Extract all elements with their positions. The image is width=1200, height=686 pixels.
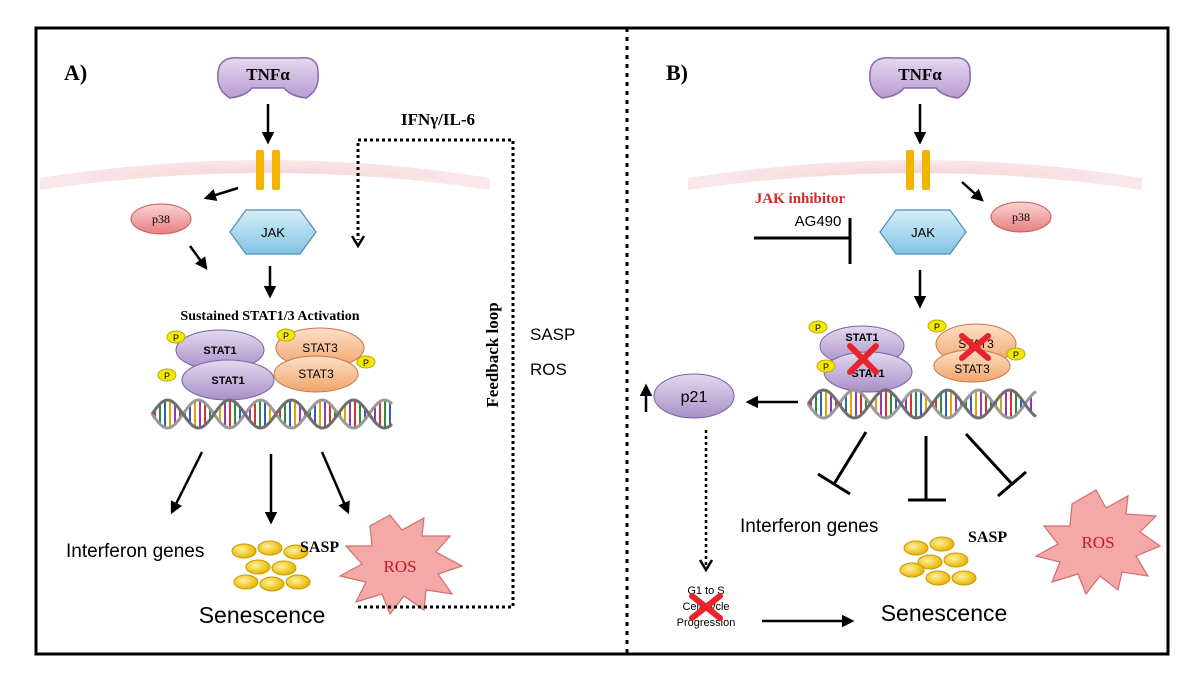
arrow-to-ros	[320, 451, 350, 515]
stat1-top-label: STAT1	[203, 345, 236, 357]
jak-inhibitor-name: AG490	[795, 213, 842, 230]
arrow-p38-stat	[188, 245, 208, 271]
phospho-b3	[927, 319, 947, 333]
jak-inhibitor-title: JAK inhibitor	[755, 191, 846, 207]
interferon-genes-label-b: Interferon genes	[740, 516, 878, 537]
activation-title: Sustained STAT1/3 Activation	[180, 309, 359, 324]
stat3-bottom	[273, 355, 359, 393]
inhibit-ros-bar	[997, 470, 1027, 498]
sasp-particles	[231, 540, 311, 592]
dna-strand	[150, 398, 394, 430]
ros-burst-b	[1034, 489, 1162, 596]
phospho-2-label: P	[164, 371, 170, 381]
phospho-b1	[808, 320, 828, 334]
stat1-bottom-label: STAT1	[211, 375, 244, 387]
feedback-loop-path	[356, 138, 515, 609]
inhibit-interferon-line	[832, 431, 868, 485]
inhibit-interferon-bar	[817, 472, 851, 496]
cell-membrane-b	[688, 160, 1142, 190]
phospho-b3-label: P	[934, 322, 940, 332]
stat3-bottom-label: STAT3	[298, 367, 334, 381]
ros-output-label: ROS	[383, 557, 416, 576]
phospho-1-label: P	[173, 333, 179, 343]
sasp-side-label: SASP	[530, 325, 575, 344]
dna-strand	[806, 388, 1037, 420]
phospho-1	[166, 330, 186, 344]
arrow-to-interferon	[170, 451, 204, 515]
cell-membrane	[40, 160, 490, 190]
receptor-left-b	[906, 150, 914, 190]
phospho-4-label: P	[363, 358, 369, 368]
tnfa-ligand-b	[869, 57, 971, 99]
senescence-label: Senescence	[199, 602, 326, 628]
ros-burst	[338, 514, 464, 616]
ros-output-label-b: ROS	[1081, 533, 1114, 552]
phospho-b4	[1006, 347, 1026, 361]
p38-node	[130, 203, 192, 235]
sasp-output-label: SASP	[300, 539, 339, 556]
dna-helix-b	[806, 388, 1037, 420]
panel-b-label: B)	[666, 60, 688, 85]
cell-cycle-line1: G1 to S	[687, 585, 724, 597]
receptor-right	[272, 150, 280, 190]
feedback-loop-label: Feedback loop	[483, 302, 502, 407]
dna-helix	[150, 398, 394, 430]
stat1-top-label-b: STAT1	[845, 332, 878, 344]
tnfa-label: TNFα	[246, 65, 290, 84]
panel-a: A) TNFα p38 JAK Sustained STAT1/3 Activa…	[40, 57, 575, 628]
receptor-right-b	[922, 150, 930, 190]
panel-b: B) TNFα p38 JAK JAK inhibitor AG490 STAT…	[639, 57, 1162, 629]
dna-strand	[150, 398, 394, 430]
interferon-genes-label: Interferon genes	[66, 541, 204, 562]
x-mark-stat3	[959, 333, 991, 361]
feedback-arrowhead	[350, 235, 366, 249]
tnfa-label-b: TNFα	[898, 65, 942, 84]
jak-label: JAK	[261, 225, 285, 240]
tnfa-ligand	[217, 57, 319, 99]
phospho-3	[276, 328, 296, 342]
sasp-particles-b	[899, 536, 977, 586]
jak-node	[229, 209, 317, 255]
phospho-b2-label: P	[823, 362, 829, 372]
inhibit-ros-line	[964, 432, 1014, 486]
phospho-3-label: P	[283, 331, 289, 341]
p38-node-b	[990, 201, 1052, 233]
stat3-bottom-label-b: STAT3	[954, 362, 990, 376]
senescence-label-b: Senescence	[881, 600, 1008, 626]
receptor-left	[256, 150, 264, 190]
arrow-receptor-p38-b	[961, 181, 984, 202]
p38-label-b: p38	[1012, 210, 1030, 224]
sasp-output-label-b: SASP	[968, 529, 1007, 546]
p21-dashed-arrowhead	[698, 559, 714, 573]
phospho-2	[157, 368, 177, 382]
phospho-4	[356, 355, 376, 369]
cell-cycle-line3: Progression	[677, 617, 736, 629]
jak-label-b: JAK	[911, 225, 935, 240]
phospho-b1-label: P	[815, 323, 821, 333]
stat3-top-label: STAT3	[302, 341, 338, 355]
x-mark-stat1	[847, 343, 879, 375]
dna-strand	[806, 388, 1037, 420]
p38-label: p38	[152, 212, 170, 226]
jak-node-b	[879, 209, 967, 255]
x-mark-cell-cycle	[689, 593, 723, 621]
phospho-b4-label: P	[1013, 350, 1019, 360]
phospho-b2	[816, 359, 836, 373]
ros-side-label: ROS	[530, 360, 567, 379]
arrow-receptor-p38	[203, 186, 239, 201]
feedback-cytokines-label: IFNγ/IL-6	[401, 110, 475, 129]
panel-a-label: A)	[64, 60, 87, 85]
p21-label: p21	[681, 389, 708, 406]
p21-node	[653, 373, 735, 419]
